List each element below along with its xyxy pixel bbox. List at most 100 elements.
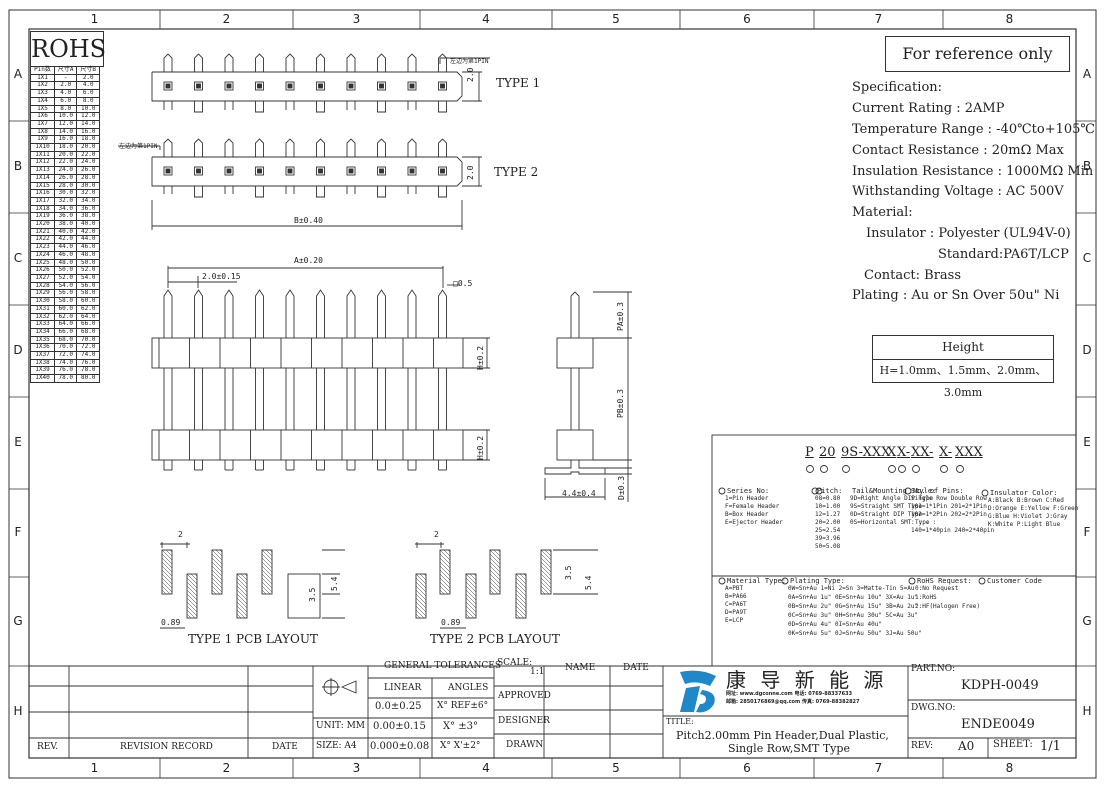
pad-hatch [489,557,501,569]
pcb-35b: 3.5 [564,565,573,580]
pin-square [438,166,447,176]
pad-hatch [465,613,471,619]
pad-hatch [544,549,552,557]
table-cell: 1X14 [30,173,55,183]
rohs-req-item: 1:RoHS [915,594,937,601]
pad-hatch [161,557,173,569]
pins-item: 102=1*2Pin 202=2*2Pin [911,511,987,518]
series-item: F=Female Header [725,503,780,510]
pad-hatch [186,573,198,585]
code-segment: X [887,445,897,460]
rohs-req-title: RoHS Request: [917,577,972,585]
code-marker [912,465,920,473]
pin-lead-up [255,138,264,157]
pin-lead-down [438,186,447,198]
pad-hatch [519,573,527,581]
pin-square [194,166,203,176]
plating-item: 0A=Sn+Au 1u" 0E=Sn+Au 10u" 3X=Au 1u" [788,594,919,601]
pin-front [377,289,386,338]
zone-row-label-right: B [1082,159,1092,173]
pcb-pad [515,573,527,619]
pad-hatch [515,597,527,609]
zone-row-label-right: A [1082,67,1092,81]
plating-item: 0C=Sn+Au 3u" 0H=Sn+Au 30u" 5C=Au 3u" [788,612,919,619]
tail-item: 9S=Straight SMT Type [850,503,923,510]
rohs-mark: ROHS [30,31,106,67]
plating-item: 0K=Sn+Au 5u" 0J=Sn+Au 50u" 3J=Au 50u" [788,630,922,637]
revision-record-header: REVISION RECORD [120,742,213,752]
spec-plating: Plating : Au or Sn Over 50u" Ni [852,288,1060,303]
pad-hatch [186,609,196,619]
pcb-pad [186,573,198,619]
pad-hatch [186,589,198,601]
pins-item: 101=1*1Pin 201=2*1Pin [911,503,987,510]
pin-lead-up [346,53,356,72]
pad-hatch [439,573,451,585]
pin-lead-up [163,138,173,157]
pcb-pad [415,573,427,619]
pins-title: No. of Pins: [913,487,964,495]
pcb-pad [489,549,501,595]
title-label: TITLE: [666,717,694,726]
dim-2-0-a: 2.0 [466,67,475,82]
pad-hatch [439,581,451,593]
pad-hatch [465,601,477,613]
pad-hatch [186,613,192,619]
pin-square [438,81,447,91]
title-line-2: Single Row,SMT Type [728,742,850,755]
pad-hatch [523,573,527,577]
pad-hatch [211,565,223,577]
pin-square-inner [196,83,201,89]
pcb-35a: 3.5 [308,587,317,602]
pad-hatch [469,573,477,581]
pcb-089a: 0.89 [161,618,181,627]
pin-lead-up [438,53,447,72]
pin-lead-up [194,138,203,157]
pin-square-inner [348,168,354,174]
pin-front [316,289,325,338]
pad-hatch [540,561,552,573]
zone-row-label-right: G [1082,613,1092,628]
pad-hatch [211,561,223,573]
pin-lead-up [163,53,173,72]
pins-item: Single Row Double Row [911,495,987,502]
pad-hatch [261,573,273,585]
table-cell: 1X31 [30,304,55,314]
pad-hatch [269,549,273,553]
logo-mark [680,670,716,686]
code-marker [898,465,906,473]
linear-3: 0.000±0.08 [370,741,430,752]
pad-hatch [489,577,501,589]
pad-hatch [415,609,425,619]
pitch-item: 20=2.00 [815,519,841,526]
side-housing-upper [556,337,594,369]
pitch-marker [811,487,819,495]
pad-hatch [211,569,223,581]
pin-square [377,166,386,176]
pad-hatch [493,549,501,557]
pins-marker [904,487,912,495]
pin-square-inner [257,168,262,174]
dim-4-4: 4.4±0.4 [562,489,596,498]
dim-B: B±0.40 [294,216,323,225]
pin-front [346,289,356,338]
pad-hatch [489,581,501,593]
pad-hatch [261,565,273,577]
pad-hatch [236,613,242,619]
pad-hatch [540,557,552,569]
title-line-1: Pitch2.00mm Pin Header,Dual Plastic, [676,729,889,742]
table-cell: 1X24 [30,250,55,260]
pad-hatch [540,553,552,565]
pad-hatch [489,573,501,585]
material-marker [718,577,726,585]
color-item: G:Blue H:Violet J:Gray [988,513,1068,520]
rohs-req-item: 0:No Request [915,585,959,592]
pad-hatch [211,577,223,589]
pin-square-inner [348,83,354,89]
housing-upper [151,337,464,369]
pin-lead-down [255,186,264,198]
plating-item: 0D=Sn+Au 4u" 0I=Sn+Au 40u" [788,621,882,628]
